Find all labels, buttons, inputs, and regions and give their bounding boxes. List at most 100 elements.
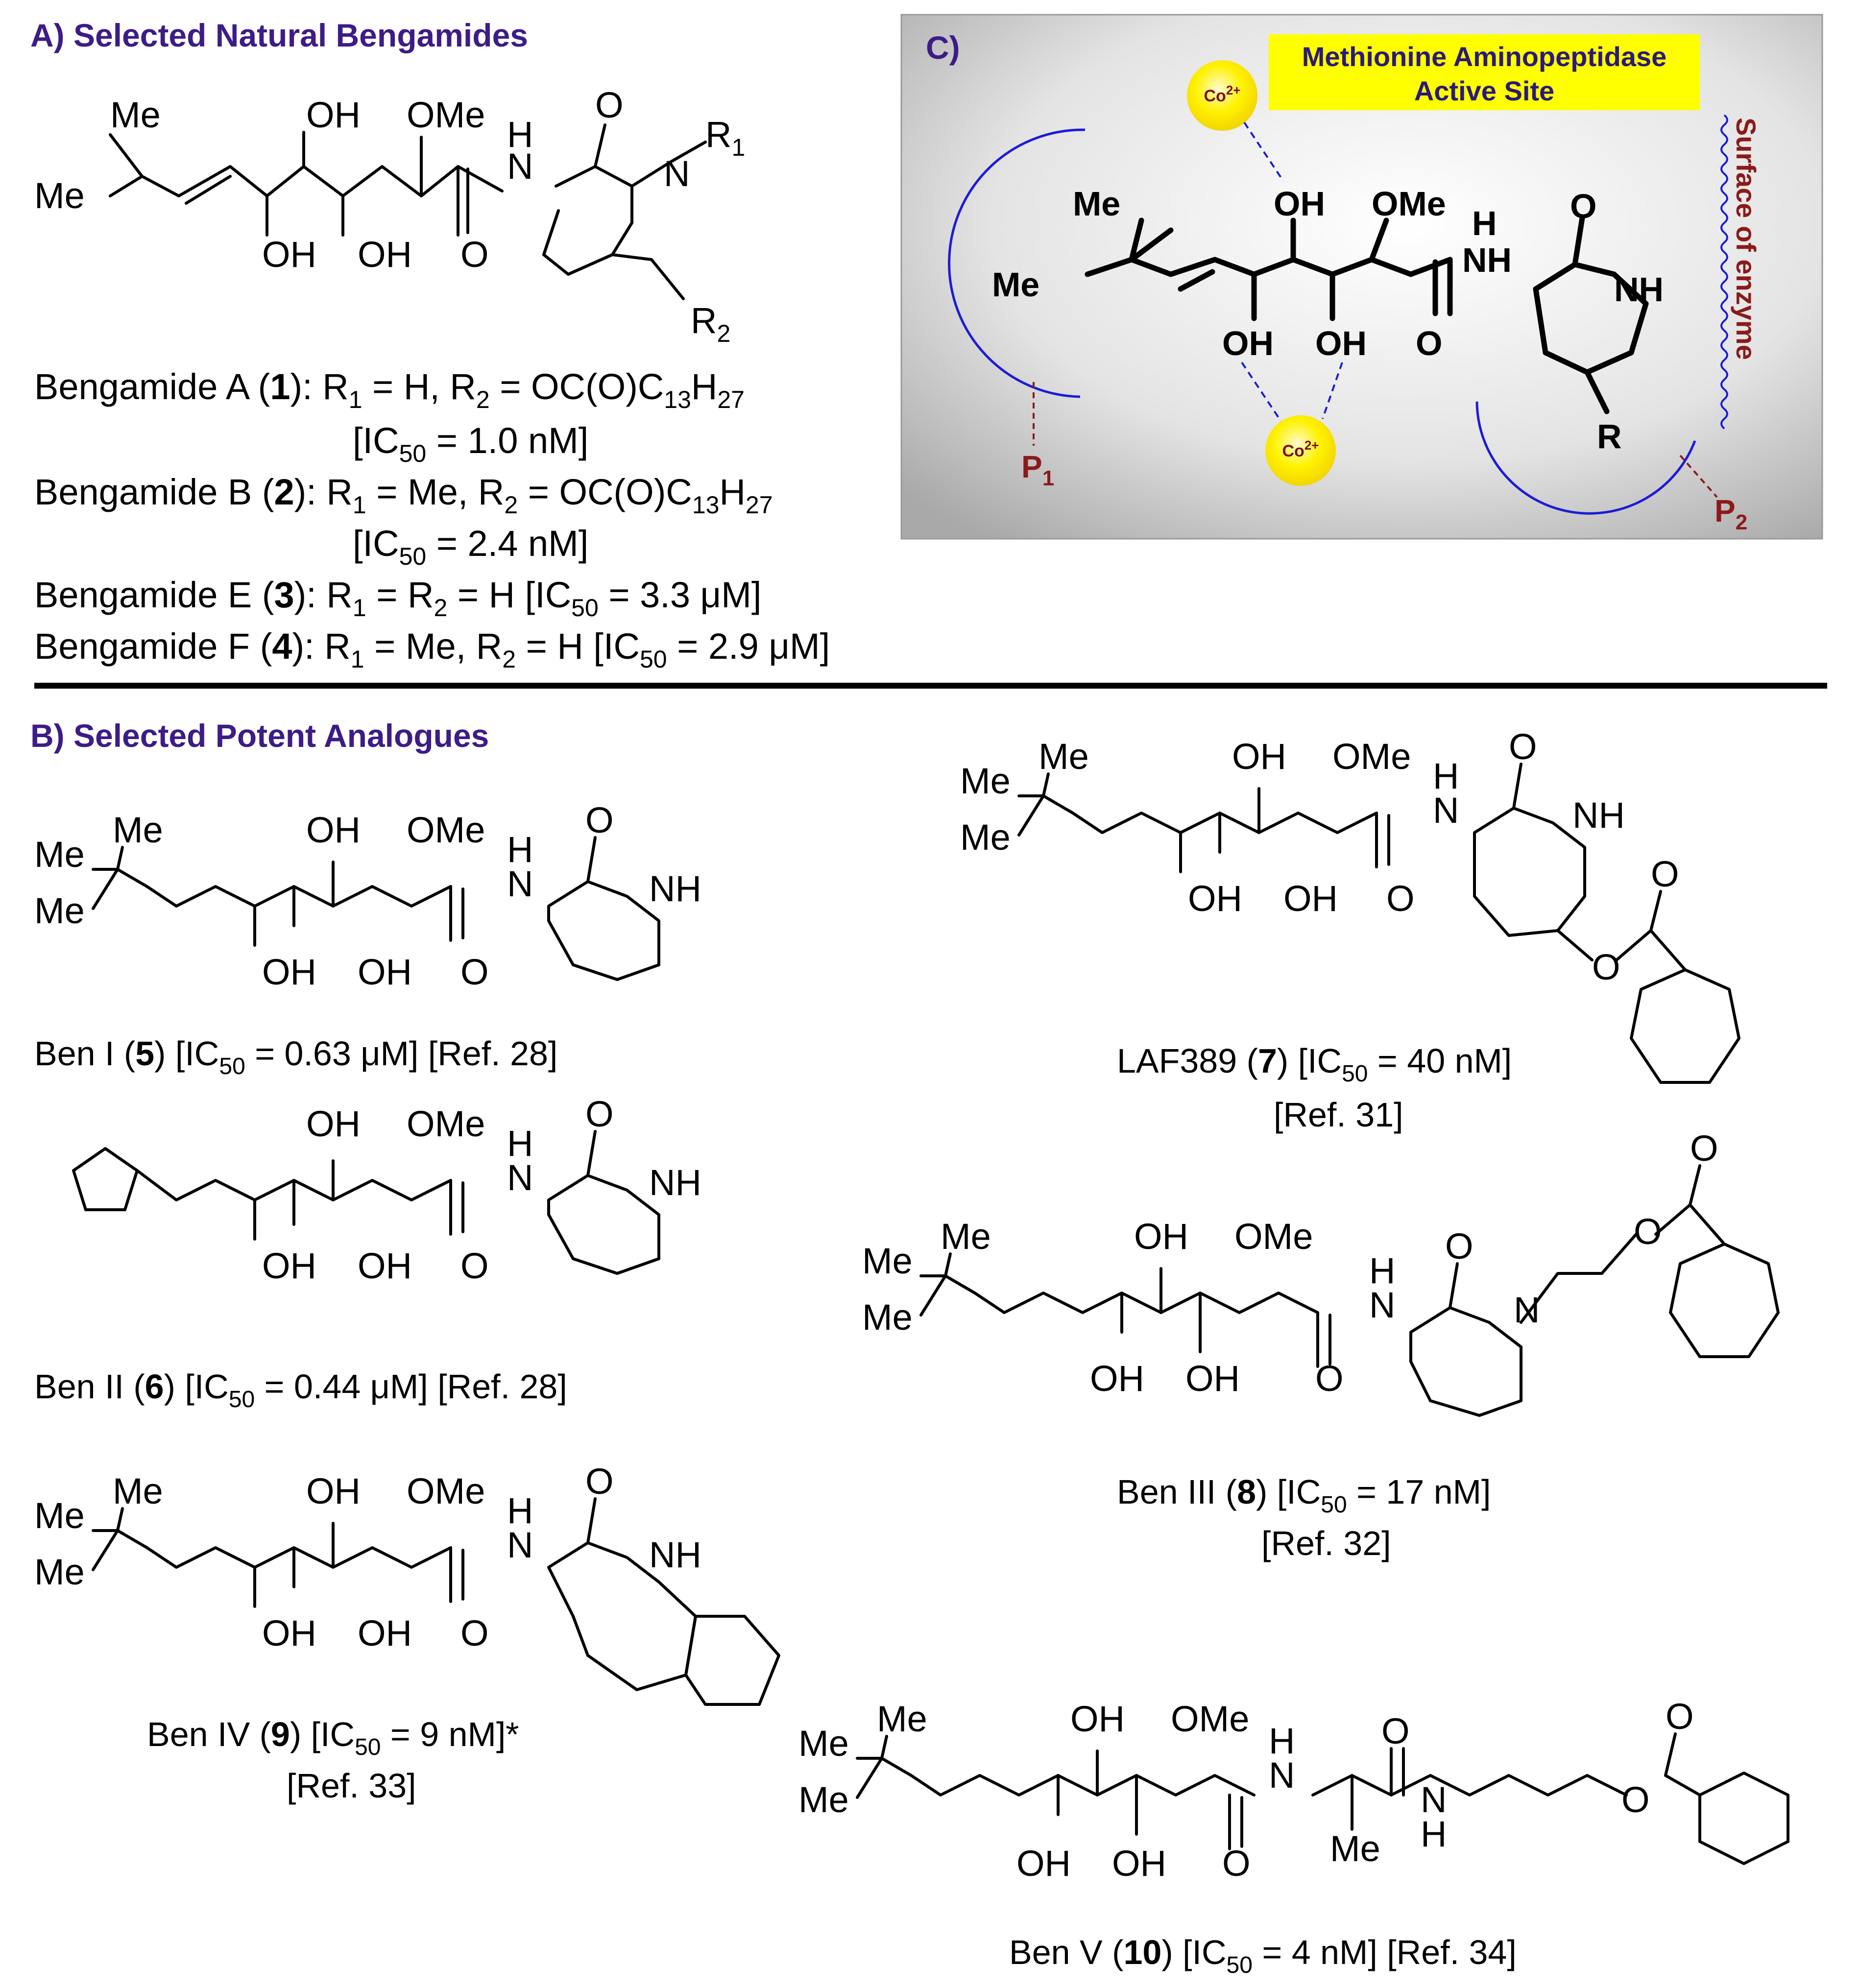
ben-v-o-amide: O <box>1222 1843 1251 1884</box>
ben-v-caption: Ben V (10) [IC50 = 4 nM] [Ref. 34] <box>1009 1933 1517 1978</box>
ben-iv-o-lactam: O <box>585 1461 614 1502</box>
atom-h: H <box>507 114 533 155</box>
ben-i-me-top: Me <box>113 810 163 850</box>
ligand-o-lactam: O <box>1570 187 1596 225</box>
ben-iii-oh-bot2: OH <box>1185 1358 1240 1399</box>
ben-iii-me-top: Me <box>941 1216 991 1257</box>
laf389-oh-bot2: OH <box>1283 878 1338 919</box>
ben-iv-me-mid: Me <box>34 1495 85 1536</box>
ben-v-oh-bot2: OH <box>1112 1843 1166 1884</box>
atom-oh-top: OH <box>306 95 361 135</box>
cobalt-ion-bottom: Co2+ <box>1265 415 1336 486</box>
bengamide-e-line: Bengamide E (3): R1 = R2 = H [IC50 = 3.3… <box>34 575 761 622</box>
ben-ii-nh: NH <box>649 1162 701 1203</box>
ben-ii-structure: OH OMe H N O NH OH OH O <box>72 1094 701 1286</box>
atom-oh-bottom-1: OH <box>262 234 316 275</box>
laf389-n: N <box>1433 790 1459 831</box>
ben-i-structure: Me Me Me OH OMe H N O NH OH OH O <box>34 800 701 992</box>
ben-v-me-top: Me <box>877 1699 927 1739</box>
ben-iii-ome-top: OMe <box>1234 1216 1313 1257</box>
bengamide-a-line: Bengamide A (1): R1 = H, R2 = OC(O)C13H2… <box>34 366 745 413</box>
ben-ii-caption: Ben II (6) [IC50 = 0.44 μM] [Ref. 28] <box>34 1367 567 1413</box>
ben-ii-oh-bot2: OH <box>358 1245 412 1286</box>
ben-v-o-ester: O <box>1621 1779 1650 1820</box>
ben-iii-o-ester: O <box>1634 1211 1662 1252</box>
laf389-ref: [Ref. 31] <box>1274 1096 1403 1134</box>
ben-iii-o-lactam: O <box>1445 1226 1474 1267</box>
bengamide-b-ic50: [IC50 = 2.4 nM] <box>353 523 588 570</box>
active-site-label-box <box>1269 34 1700 110</box>
ben-iv-structure: Me Me Me OH OMe H N O NH OH OH O <box>34 1461 780 1706</box>
ligand-oh-bottom-2: OH <box>1315 324 1367 362</box>
active-site-panel: C) Methionine Aminopeptidase Active Site… <box>900 14 1823 540</box>
ben-i-o-amide: O <box>460 952 489 992</box>
ben-v-me-mid: Me <box>798 1723 849 1764</box>
ben-ii-n: N <box>507 1157 533 1198</box>
ligand-h: H <box>1472 204 1497 242</box>
ben-ii-oh-bot1: OH <box>262 1245 316 1286</box>
laf389-structure: Me Me Me OH OMe H N O NH O O OH OH O <box>960 726 1740 1084</box>
p2-pocket-dashes <box>1679 455 1718 498</box>
ligand-oh-bottom-1: OH <box>1222 324 1274 362</box>
atom-n-amide: N <box>507 146 533 187</box>
ben-iii-o-amide: O <box>1315 1358 1344 1399</box>
ben-iv-nh: NH <box>649 1534 701 1575</box>
laf389-oh-top: OH <box>1232 736 1286 777</box>
ben-i-caption: Ben I (5) [IC50 = 0.63 μM] [Ref. 28] <box>34 1034 557 1079</box>
atom-me-top: Me <box>110 95 161 135</box>
bengamide-b-line: Bengamide B (2): R1 = Me, R2 = OC(O)C13H… <box>34 472 773 519</box>
laf389-o-amide: O <box>1386 878 1415 919</box>
natural-bengamide-list: Bengamide A (1): R1 = H, R2 = OC(O)C13H2… <box>34 366 830 673</box>
svg-text:Co2+: Co2+ <box>1282 438 1319 460</box>
p2-label: P2 <box>1715 493 1747 534</box>
ben-i-oh-bot2: OH <box>358 952 412 992</box>
ben-iii-n-amide: N <box>1369 1285 1395 1325</box>
laf389-caption: LAF389 (7) [IC50 = 40 nM] <box>1117 1042 1512 1087</box>
ben-ii-oh-top: OH <box>306 1103 361 1144</box>
ben-i-oh-bot1: OH <box>262 952 316 992</box>
atom-o-amide: O <box>460 234 489 275</box>
ben-iii-h: H <box>1369 1250 1395 1291</box>
ben-i-me-low: Me <box>34 890 85 931</box>
ben-v-me-ala: Me <box>1330 1828 1380 1869</box>
atom-n-ring: N <box>664 153 690 194</box>
ligand-oh-top: OH <box>1274 185 1325 223</box>
ben-iii-oh-top: OH <box>1134 1216 1188 1257</box>
ligand-r-group: R <box>1597 417 1622 455</box>
atom-ome-top: OMe <box>407 95 485 135</box>
laf389-me-low: Me <box>960 817 1011 858</box>
ben-ii-o-amide: O <box>460 1245 489 1286</box>
ben-iii-n-ring: N <box>1514 1290 1540 1330</box>
ben-ii-o-lactam: O <box>585 1094 614 1134</box>
ben-iv-ome-top: OMe <box>407 1471 485 1511</box>
ben-v-o-carbonyl: O <box>1666 1696 1694 1737</box>
p1-pocket-arc <box>947 128 1086 398</box>
ligand-me-left: Me <box>992 265 1039 304</box>
ben-iii-ref: [Ref. 32] <box>1261 1524 1391 1562</box>
ligand-nh-amide: NH <box>1462 241 1512 279</box>
laf389-o-carbonyl: O <box>1651 854 1679 894</box>
ben-v-h-2: H <box>1421 1814 1447 1854</box>
ben-i-oh-top: OH <box>306 810 361 850</box>
surface-of-enzyme-label: Surface of enzyme <box>1731 118 1762 360</box>
ben-iii-structure: Me Me Me OH OMe H N O N O O OH OH O <box>862 1128 1780 1417</box>
ben-i-ome-top: OMe <box>407 810 485 850</box>
ben-v-n-1: N <box>1269 1755 1295 1796</box>
bengamide-f-line: Bengamide F (4): R1 = Me, R2 = H [IC50 =… <box>34 626 830 673</box>
atom-r2: R2 <box>691 300 730 347</box>
ben-v-n-2: N <box>1421 1779 1447 1820</box>
laf389-nh: NH <box>1572 795 1625 836</box>
enzyme-surface-wavy-line <box>1720 114 1728 430</box>
ligand-o-amide: O <box>1416 324 1442 362</box>
ligand-me-top: Me <box>1073 185 1120 223</box>
p2-pocket-arc <box>1475 401 1696 515</box>
laf389-o-ester: O <box>1592 947 1620 987</box>
ben-v-ome-top: OMe <box>1171 1699 1249 1739</box>
ben-iv-me-low: Me <box>34 1552 85 1592</box>
laf389-h: H <box>1433 756 1459 796</box>
ben-ii-h: H <box>507 1123 533 1164</box>
section-c-heading: C) <box>926 29 960 66</box>
bound-bengamide-ligand: Me Me OH OMe H NH O NH OH OH O R <box>992 185 1664 455</box>
section-a-heading: A) Selected Natural Bengamides <box>30 17 528 53</box>
ligand-ome-top: OMe <box>1372 185 1446 223</box>
